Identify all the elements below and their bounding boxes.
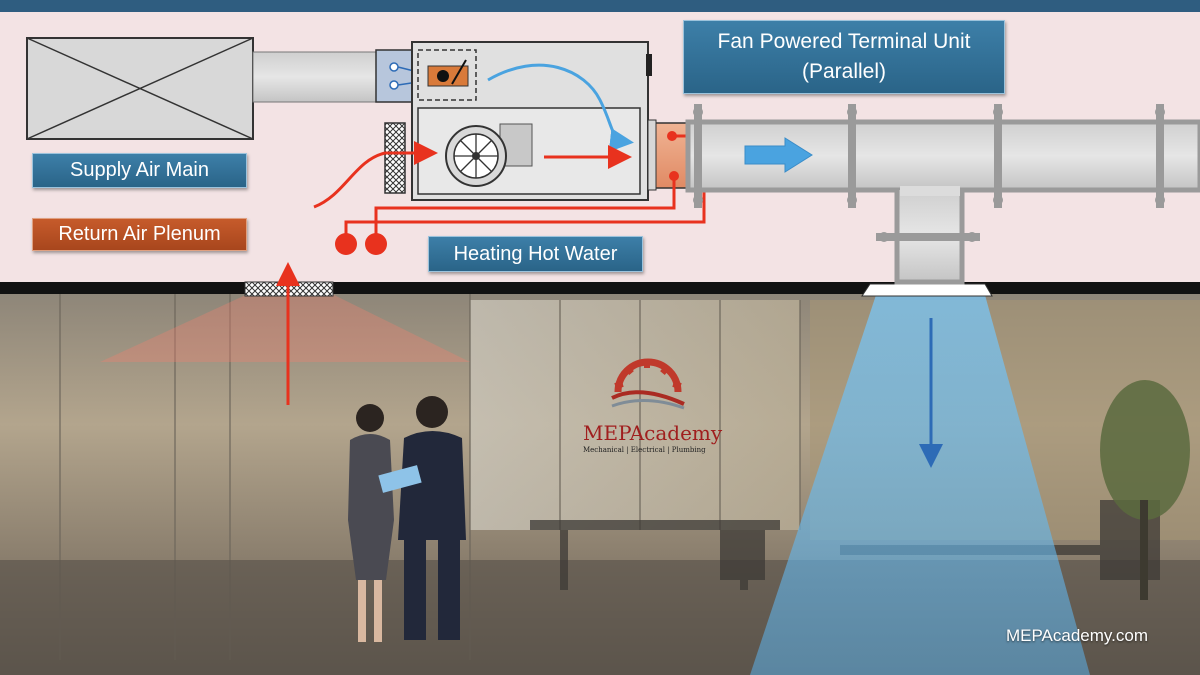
return-air-plenum-label: Return Air Plenum bbox=[32, 218, 247, 251]
diffuser-icon bbox=[861, 283, 993, 297]
plant bbox=[1100, 380, 1190, 600]
supply-air-zone bbox=[750, 295, 1090, 675]
hot-water-return-connection bbox=[365, 233, 387, 255]
logo-name: MEPAcademy bbox=[583, 421, 723, 445]
top-band bbox=[0, 0, 1200, 12]
website-url: MEPAcademy.com bbox=[1005, 626, 1148, 645]
logo-tagline: Mechanical | Electrical | Plumbing bbox=[583, 446, 706, 454]
damper-icon bbox=[417, 49, 477, 101]
return-air-zone bbox=[100, 293, 470, 362]
ceiling-line bbox=[0, 282, 1200, 294]
primary-air-flow-arrow bbox=[487, 63, 634, 152]
supply-air-main-unit bbox=[26, 37, 254, 140]
return-inlet-filter bbox=[384, 122, 406, 194]
mepacademy-logo: MEPAcademy Mechanical | Electrical | Plu… bbox=[583, 358, 723, 454]
hot-water-supply-connection bbox=[335, 233, 357, 255]
people bbox=[348, 396, 466, 642]
fan-icon bbox=[445, 123, 533, 187]
plenum-air-arrow bbox=[313, 141, 438, 209]
diagram-title: Fan Powered Terminal Unit (Parallel) bbox=[683, 20, 1005, 94]
flow-arrow-icon bbox=[744, 137, 813, 173]
heating-hot-water-label: Heating Hot Water bbox=[428, 236, 643, 272]
supply-air-main-label: Supply Air Main bbox=[32, 153, 247, 188]
discharge-duct bbox=[685, 104, 1200, 285]
heating-coil bbox=[647, 119, 688, 191]
logo-gear-icon bbox=[611, 358, 685, 410]
supply-duct bbox=[252, 51, 377, 103]
